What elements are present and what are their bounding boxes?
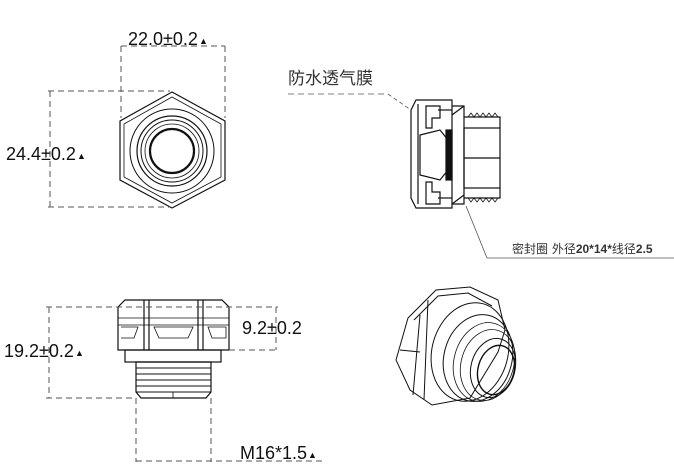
thread-dimension: M16*1.5▲ [240,444,317,462]
front-height-value: 24.4±0.2 [6,144,76,164]
side-head-height-value: 9.2±0.2 [242,318,302,338]
seal-ring-wire-diameter: 2.5 [635,242,653,256]
critical-marker-icon: ▲ [198,36,208,46]
membrane-callout-label: 防水透气膜 [288,69,373,89]
seal-ring-callout-label: 密封圈 外径20*14*线径2.5 [512,243,653,255]
seal-ring-size: 20*14* [575,242,612,256]
front-height-dimension: 24.4±0.2▲ [6,145,86,163]
callout-leaders [288,93,674,259]
seal-ring-prefix: 密封圈 外径 [512,242,576,256]
front-view-dimension-lines [48,45,226,208]
side-total-height-dimension: 19.2±0.2▲ [4,342,84,360]
critical-marker-icon: ▲ [76,151,86,161]
front-width-value: 22.0±0.2 [128,29,198,49]
thread-value: M16*1.5 [240,443,308,463]
front-view-hex [119,91,226,209]
critical-marker-icon: ▲ [308,450,317,460]
side-view [117,299,230,399]
seal-ring-mid: 线径 [611,242,636,256]
side-view-dimension-lines [46,306,326,462]
isometric-view [395,286,517,406]
critical-marker-icon: ▲ [74,348,84,358]
section-view [410,99,501,209]
side-head-height-dimension: 9.2±0.2 [242,319,302,337]
side-total-height-value: 19.2±0.2 [4,341,74,361]
front-width-dimension: 22.0±0.2▲ [128,30,208,48]
